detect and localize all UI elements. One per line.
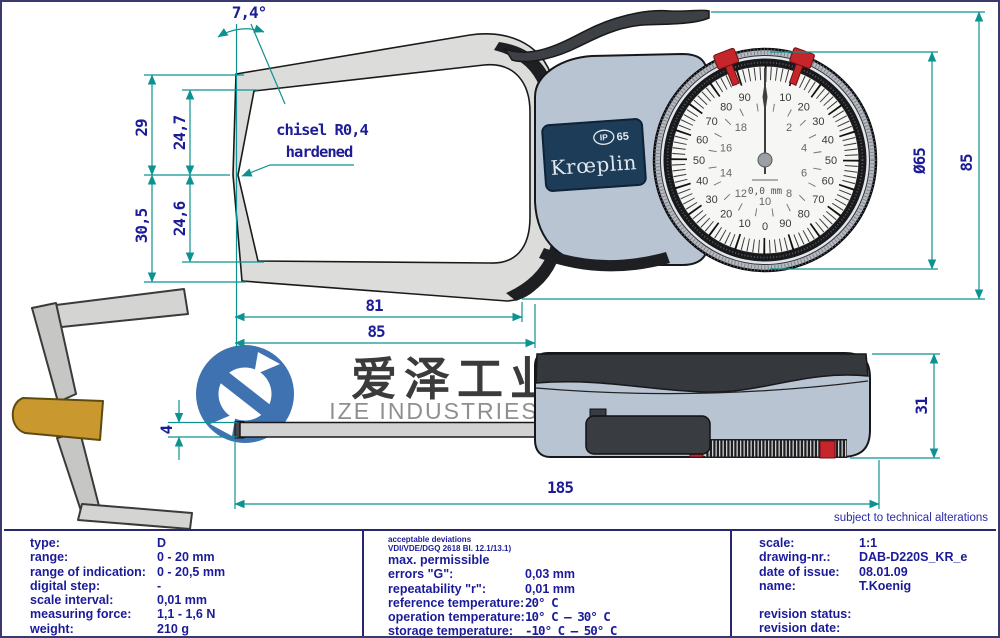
svg-text:10: 10: [779, 92, 791, 104]
watermark: 爱泽工业 IZE INDUSTRIES: [196, 345, 563, 443]
svg-text:60: 60: [696, 135, 708, 147]
dim-angle: 7,4°: [232, 3, 267, 22]
svg-text:20: 20: [720, 208, 732, 220]
dim-30-5: 30,5: [132, 208, 151, 243]
svg-text:14: 14: [720, 168, 732, 180]
table-row: reference temperature:20° C: [388, 594, 559, 610]
table-row: range of indication:0 - 20,5 mm: [30, 564, 226, 579]
gold-workpiece: [11, 397, 104, 441]
spec-table: type:D range:0 - 20 mm range of indicati…: [4, 529, 996, 636]
dim-185: 185: [547, 478, 573, 497]
ip-rating-prefix: IP: [599, 132, 608, 143]
logo-plate: IP 65 Krœplin: [541, 118, 647, 192]
dial-inner-scale: 2 4 6 8 10 12 14 16 18: [720, 122, 807, 208]
table-row: range:0 - 20 mm: [30, 550, 215, 565]
svg-text:10: 10: [738, 218, 750, 230]
table-row: scale interval:0,01 mm: [30, 593, 208, 608]
side-view: [234, 352, 871, 459]
svg-text:30: 30: [812, 116, 824, 128]
svg-text:40: 40: [822, 135, 834, 147]
caliper-frame: [232, 33, 556, 302]
chisel-note-line1: chisel R0,4: [276, 121, 368, 139]
table-row: errors "G":0,03 mm: [388, 567, 576, 582]
svg-text:30: 30: [705, 194, 717, 206]
spec-table-tolerances: acceptable deviations VDI/VDE/DGQ 2618 B…: [364, 531, 732, 636]
alterations-note: subject to technical alterations: [834, 512, 988, 524]
table-row: type:D: [30, 536, 167, 550]
dim-85-height: 85: [957, 154, 976, 172]
table-row: drawing-nr.:DAB-D220S_KR_e: [759, 550, 968, 565]
svg-text:12: 12: [735, 188, 747, 200]
table-row: date of issue:08.01.09: [759, 564, 908, 579]
table-row: weight:210 g: [30, 621, 189, 636]
svg-text:40: 40: [696, 175, 708, 187]
svg-text:80: 80: [798, 208, 810, 220]
svg-text:70: 70: [705, 116, 717, 128]
dimension-lines: [144, 11, 985, 509]
table-row: revision date:: [759, 621, 841, 636]
svg-text:80: 80: [720, 102, 732, 114]
dim-29: 29: [132, 119, 151, 137]
svg-text:90: 90: [738, 92, 750, 104]
watermark-chinese: 爱泽工业: [351, 353, 563, 405]
svg-text:2: 2: [786, 122, 792, 134]
dial-outer-scale: 10 20 30 40 50 60 70 80 90 0 10 20 30 40…: [693, 92, 837, 233]
dim-dial-diameter: Ø65: [910, 148, 929, 175]
dim-4: 4: [157, 425, 176, 434]
svg-text:10: 10: [759, 196, 771, 208]
clamp-block: [585, 415, 711, 455]
deviations-note-line1: acceptable deviations: [388, 535, 472, 544]
table-row: revision status:: [759, 607, 852, 622]
ip-rating-value: 65: [616, 131, 629, 144]
table-row: max. permissible: [388, 553, 490, 567]
table-row: measuring force:1,1 - 1,6 N: [30, 607, 216, 622]
deviations-note-line2: VDI/VDE/DGQ 2618 Bl. 12.1/13.1): [388, 543, 512, 553]
table-row: scale:1:1: [759, 536, 878, 550]
svg-text:16: 16: [720, 142, 732, 154]
table-row: digital step:-: [30, 578, 162, 593]
table-row: repeatability "r":0,01 mm: [388, 581, 576, 596]
dim-31: 31: [912, 397, 931, 415]
actuation-lever: [503, 9, 710, 63]
dial-center-label: 0,0 mm: [748, 186, 783, 197]
svg-text:18: 18: [735, 122, 747, 134]
svg-text:70: 70: [812, 194, 824, 206]
svg-text:0: 0: [762, 221, 768, 233]
jaw-detail-inset: [11, 288, 193, 529]
tolerance-marker-right[interactable]: [782, 47, 815, 87]
chisel-note-line2: hardened: [286, 143, 353, 161]
dim-24-6: 24,6: [170, 201, 189, 236]
svg-text:50: 50: [693, 155, 705, 167]
svg-text:60: 60: [822, 175, 834, 187]
table-row: operation temperature:10° C – 30° C: [388, 609, 611, 625]
svg-text:20: 20: [798, 102, 810, 114]
spec-table-general: type:D range:0 - 20 mm range of indicati…: [4, 531, 364, 636]
dial: 10 20 30 40 50 60 70 80 90 0 10 20 30 40…: [652, 47, 878, 273]
svg-text:50: 50: [825, 155, 837, 167]
tolerance-marker-left[interactable]: [713, 47, 746, 89]
dim-24-7: 24,7: [170, 115, 189, 150]
svg-text:8: 8: [786, 188, 792, 200]
dim-81: 81: [365, 296, 383, 315]
table-row: storage temperature:-10° C – 50° C: [388, 623, 617, 636]
watermark-latin: IZE INDUSTRIES: [329, 398, 538, 424]
dimension-labels: 7,4° 29 24,7 30,5 24,6 81 85 Ø65 85 4 18…: [132, 3, 976, 497]
dim-85-width: 85: [367, 322, 385, 341]
front-view: IP 65 Krœplin 10 20 30 40 50 60 7: [232, 9, 878, 302]
technical-drawing: 爱泽工业 IZE INDUSTRIES IP 65 Krœplin: [11, 3, 988, 529]
spec-table-title-block: scale:1:1 drawing-nr.:DAB-D220S_KR_e dat…: [732, 531, 996, 636]
svg-text:6: 6: [801, 168, 807, 180]
svg-text:90: 90: [779, 218, 791, 230]
table-row: name:T.Koenig: [759, 578, 912, 593]
svg-text:4: 4: [801, 142, 807, 154]
